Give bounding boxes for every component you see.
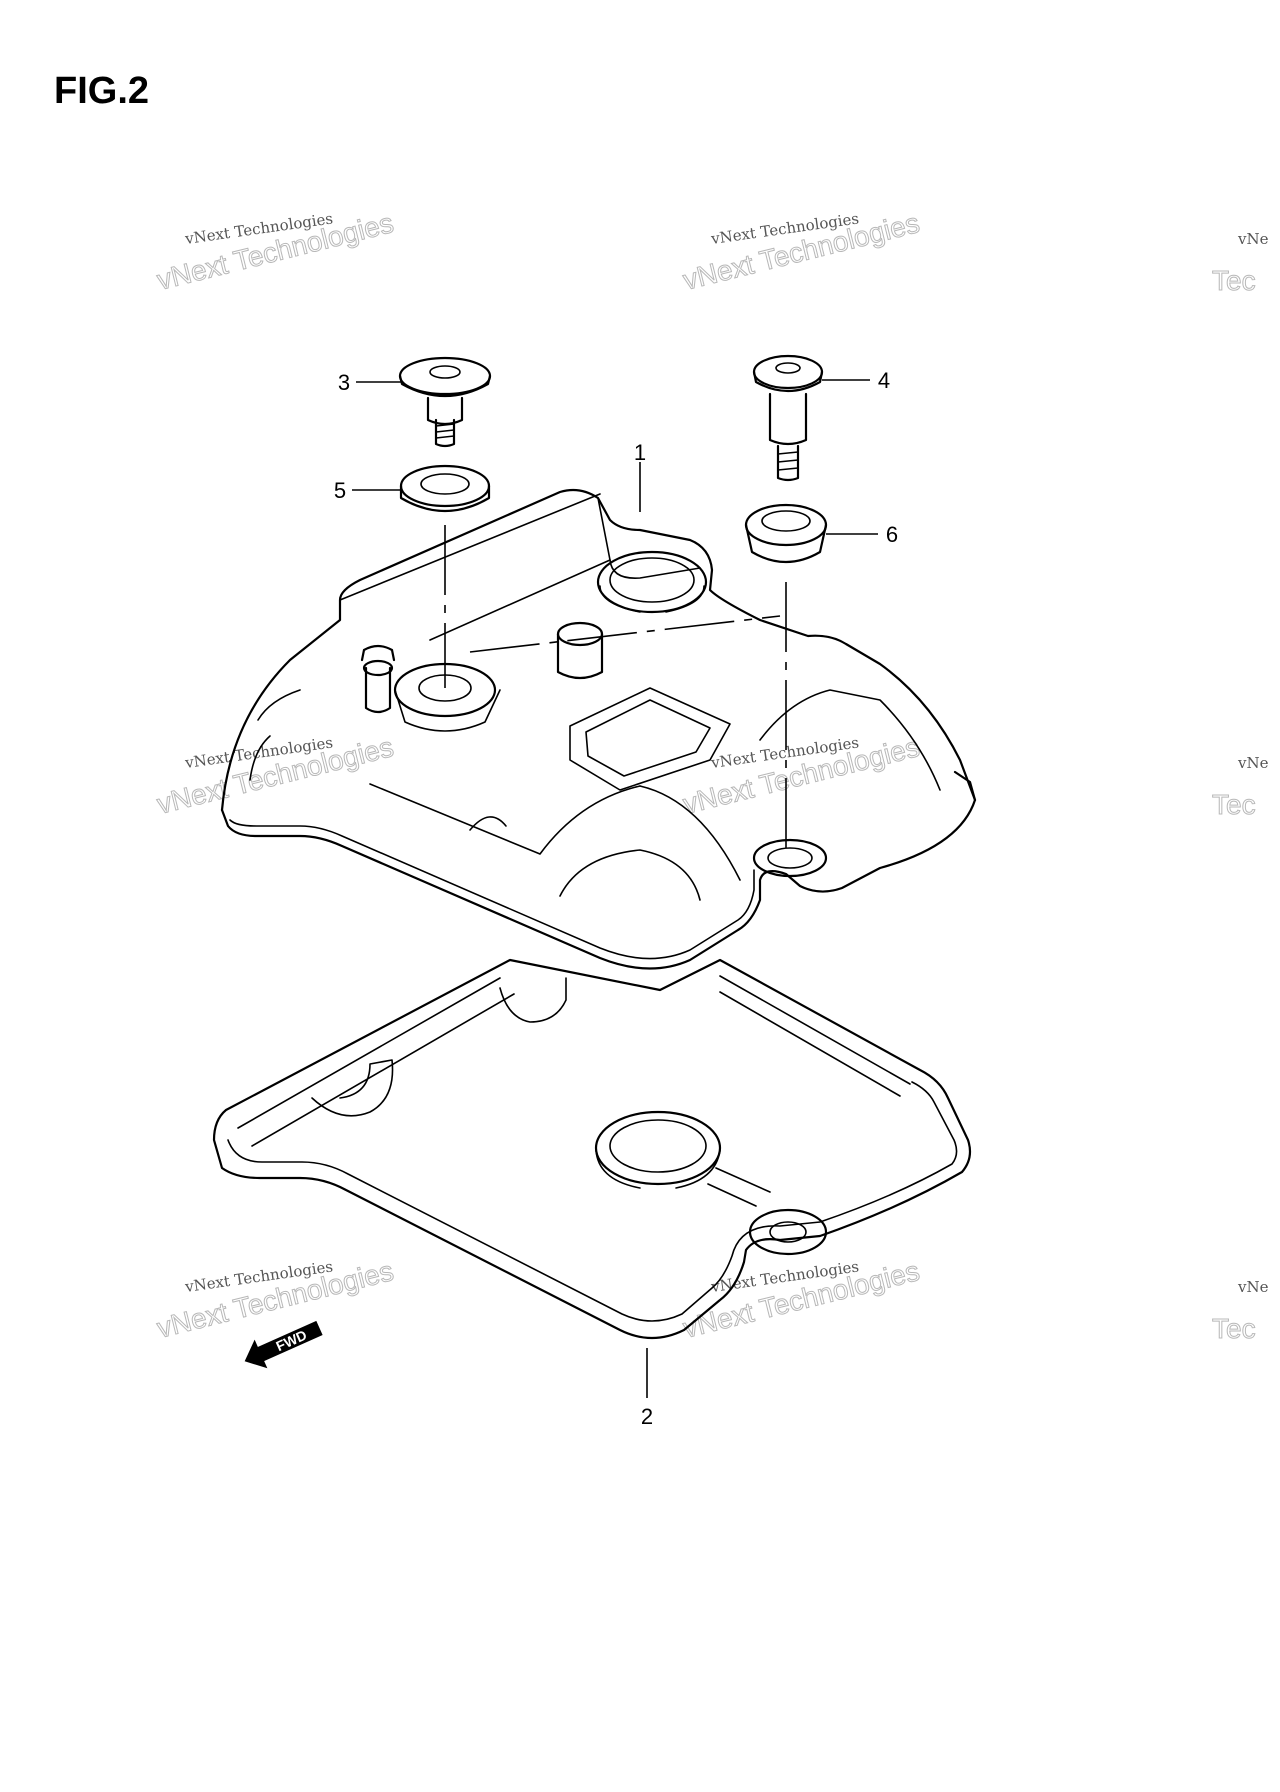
axis-line-diagonal: [469, 615, 781, 653]
watermark-top-left: vNext Technologies vNext Technologies: [153, 207, 397, 297]
part-6-grommet: [744, 503, 828, 563]
watermark-bottom-left: vNext Technologies vNext Technologies: [153, 1255, 397, 1345]
watermark-top-center: vNext Technologies vNext Technologies: [679, 207, 923, 297]
figure-title: FIG.2: [54, 70, 150, 112]
callout-2: 2: [641, 1404, 653, 1429]
part-1-head-cover: [220, 488, 977, 970]
watermark-mid-left: vNext Technologies vNext Technologies: [153, 731, 397, 821]
watermark-fragment: Tec: [1212, 265, 1256, 296]
watermark-right-edge: vNe Tec vNe Tec vNe Tec: [1212, 230, 1269, 1345]
part-2-gasket: [212, 958, 972, 1340]
part-5-washer: [399, 464, 491, 513]
callout-3: 3: [338, 370, 350, 395]
callout-1: 1: [634, 440, 646, 465]
watermark-bottom-center: vNext Technologies vNext Technologies: [679, 1255, 923, 1345]
callout-4: 4: [878, 368, 890, 393]
callout-5: 5: [334, 478, 346, 503]
watermark-fragment: Tec: [1212, 1313, 1256, 1344]
watermark-fragment: vNe: [1237, 754, 1269, 772]
watermark-fragment: Tec: [1212, 789, 1256, 820]
watermark-fragment: vNe: [1237, 1278, 1269, 1296]
watermark-mid-center: vNext Technologies vNext Technologies: [679, 731, 923, 821]
fwd-arrow-icon: FWD: [244, 1320, 323, 1369]
part-4-bolt: [752, 354, 824, 482]
fwd-label: FWD: [274, 1327, 310, 1355]
part-3-bolt: [398, 356, 492, 448]
callout-6: 6: [886, 522, 898, 547]
watermark-fragment: vNe: [1237, 230, 1269, 248]
